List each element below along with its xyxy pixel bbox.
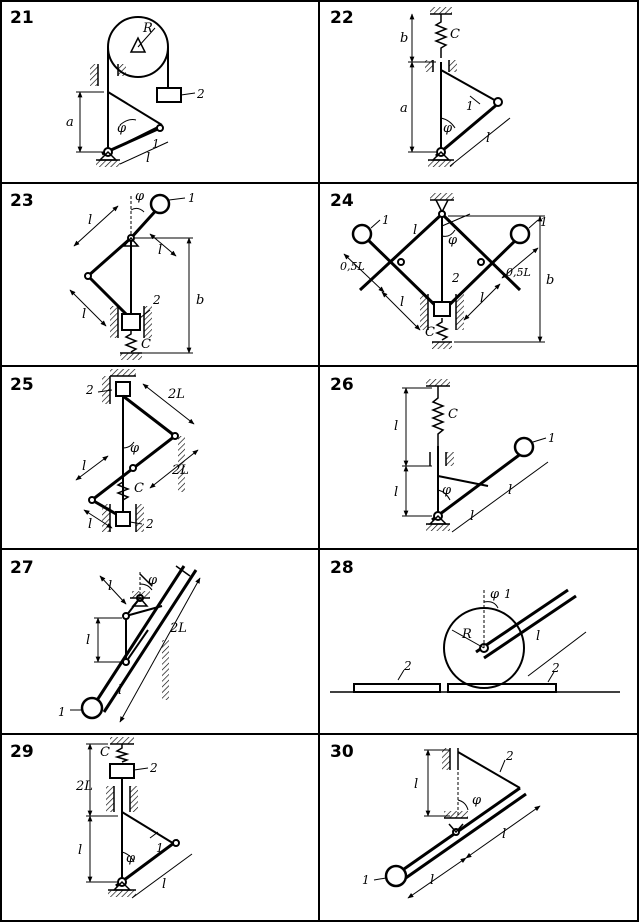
label-l-top: l — [88, 213, 92, 228]
label-1: 1 — [156, 841, 164, 855]
scheme-25: 25 2 — [10, 369, 199, 532]
label-l-rod1: l — [470, 509, 474, 524]
label-C: C — [450, 27, 460, 42]
label-1: 1 — [188, 191, 196, 205]
label-C: C — [141, 337, 151, 352]
label-phi: φ — [472, 793, 482, 808]
label-2: 2 — [451, 271, 460, 285]
scheme-23: 23 φ 1 — [10, 189, 204, 360]
label-2-right: 2 — [551, 661, 560, 675]
label-a: a — [66, 115, 74, 130]
label-C: C — [448, 407, 458, 422]
label-1: 1 — [362, 873, 370, 887]
label-1: 1 — [504, 587, 512, 601]
cell-number: 23 — [10, 191, 34, 211]
label-1: 1 — [152, 137, 160, 151]
label-l: l — [146, 151, 150, 166]
label-05l-right: 0,5L — [506, 266, 531, 279]
label-l-bottom: l — [118, 683, 122, 698]
label-l: l — [536, 629, 540, 644]
label-phi: φ — [443, 121, 453, 136]
cell-number: 22 — [330, 8, 354, 28]
label-phi: φ — [130, 441, 140, 456]
label-l-rod2: l — [502, 827, 506, 842]
label-R: R — [461, 627, 472, 642]
scheme-26: 26 l C 1 l φ l — [330, 375, 556, 533]
label-2-bottom: 2 — [145, 517, 154, 531]
label-2: 2 — [149, 761, 158, 775]
scheme-21: 21 R 2 a φ — [10, 8, 205, 167]
label-a: a — [400, 101, 408, 116]
label-l-upper: l — [82, 459, 86, 474]
cell-number: 28 — [330, 558, 354, 578]
label-1: 1 — [466, 99, 474, 113]
label-b: b — [546, 273, 554, 288]
scheme-28: 28 φ 1 R l 2 2 — [330, 558, 620, 693]
label-l-lower: l — [88, 517, 92, 532]
label-phi: φ — [126, 851, 136, 866]
label-1-left: 1 — [382, 213, 390, 227]
cell-number: 26 — [330, 375, 354, 395]
label-C: C — [100, 745, 110, 760]
label-l-bottom: l — [82, 307, 86, 322]
label-l-lower: l — [394, 485, 398, 500]
label-phi: φ — [490, 587, 500, 602]
label-1: 1 — [58, 705, 66, 719]
label-05l-left: 0,5L — [340, 260, 365, 273]
label-phi: φ — [148, 573, 158, 588]
label-2: 2 — [196, 87, 205, 101]
scheme-27: 27 l φ l 2 — [10, 558, 201, 723]
label-2: 2 — [505, 749, 514, 763]
label-l-rod: l — [162, 877, 166, 892]
label-R: R — [142, 21, 153, 36]
scheme-24: 24 — [330, 191, 554, 349]
label-phi: φ — [135, 189, 145, 204]
label-l-mid: l — [86, 633, 90, 648]
label-l-rod1: l — [430, 873, 434, 888]
label-l-upper: l — [394, 419, 398, 434]
label-l-rod2: l — [508, 483, 512, 498]
label-l-top: l — [413, 223, 417, 238]
label-2l-lower: 2L — [171, 463, 189, 478]
scheme-30: 30 2 l φ 1 l l — [330, 742, 541, 899]
label-b: b — [400, 31, 408, 46]
label-2-left: 2 — [403, 659, 412, 673]
label-b: b — [196, 293, 204, 308]
cell-number: 29 — [10, 742, 34, 762]
cell-number: 21 — [10, 8, 34, 28]
cell-number: 24 — [330, 191, 354, 211]
label-l-top: l — [414, 777, 418, 792]
label-l-right: l — [480, 291, 484, 306]
label-phi: φ — [442, 483, 452, 498]
cell-number: 27 — [10, 558, 34, 578]
label-2: 2 — [152, 293, 161, 307]
label-1: 1 — [548, 431, 556, 445]
label-2l: 2L — [75, 779, 93, 794]
label-l: l — [486, 131, 490, 146]
cell-number: 30 — [330, 742, 354, 762]
cell-number: 25 — [10, 375, 34, 395]
label-l-top: l — [108, 579, 112, 594]
label-2l-top: 2L — [167, 387, 185, 402]
label-l-right: l — [158, 243, 162, 258]
label-l-left: l — [400, 295, 404, 310]
label-phi: φ — [117, 121, 127, 136]
label-2-top: 2 — [85, 383, 94, 397]
scheme-22: 22 b C a 1 φ l — [330, 7, 511, 167]
label-phi: φ — [448, 233, 458, 248]
label-C: C — [425, 325, 435, 340]
scheme-29: 29 C 2 2L — [10, 737, 193, 899]
label-l-left: l — [78, 843, 82, 858]
label-2l: 2L — [169, 621, 187, 636]
label-1-right: 1 — [540, 215, 548, 229]
label-C: C — [134, 481, 144, 496]
